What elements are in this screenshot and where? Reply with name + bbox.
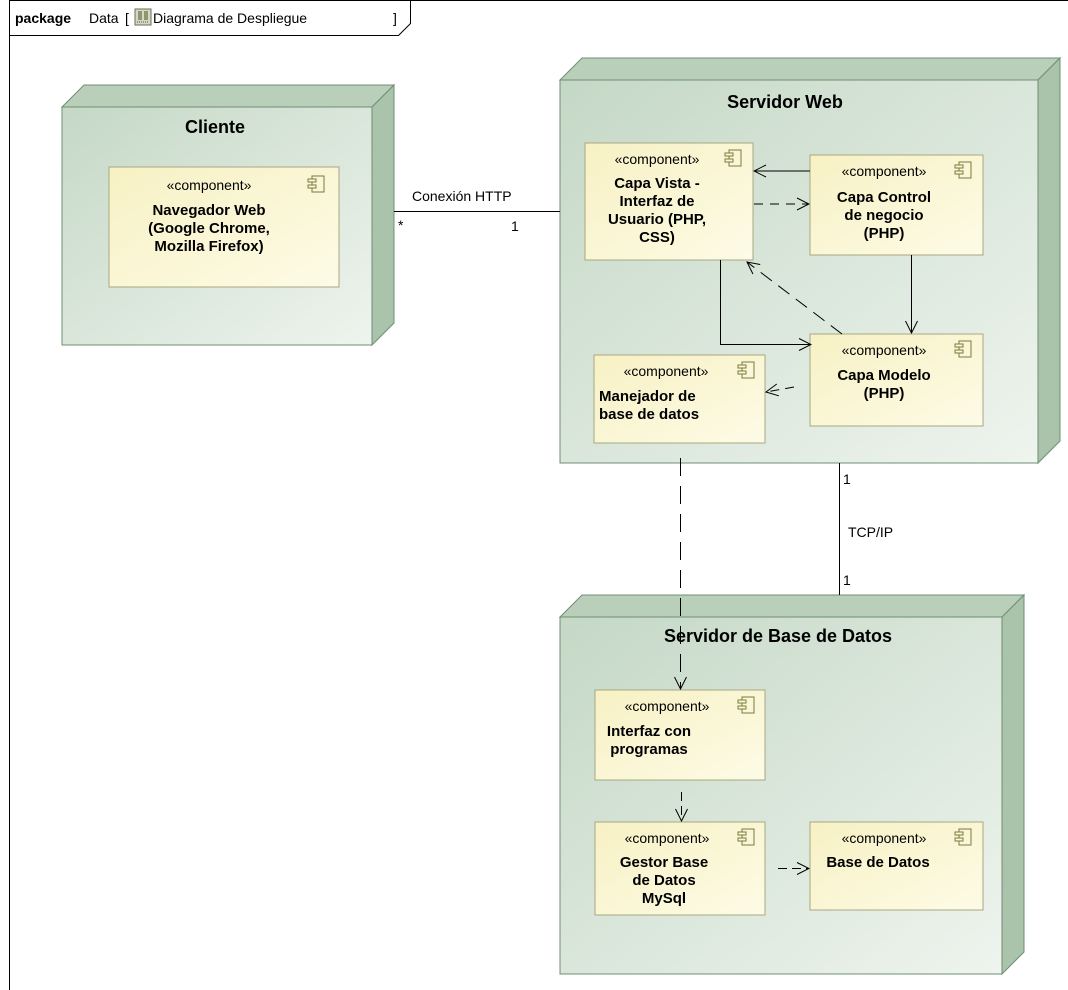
stereotype-label: «component» [167,177,252,193]
component-name-line: (PHP) [864,225,905,242]
component-base-datos[interactable]: «component» Base de Datos [809,821,984,911]
component-interfaz-programas[interactable]: «component» Interfaz con programas [594,689,766,781]
component-name-line: de negocio [844,207,923,224]
package-keyword: package [15,10,71,26]
component-icon [737,828,755,846]
deployment-diagram-icon [134,8,152,26]
http-multiplicity-server: 1 [511,218,519,234]
component-name-line: Capa Modelo [837,367,930,384]
component-name-line: Navegador Web [152,202,265,219]
component-manejador[interactable]: «component» Manejador de base de datos [593,354,766,444]
component-name-line: de Datos [632,872,695,889]
package-name: Data [89,10,119,26]
stereotype-label: «component» [842,342,927,358]
component-name-line: Mozilla Firefox) [154,238,263,255]
node-servidor-bd[interactable]: Servidor de Base de Datos [558,593,1026,976]
component-icon [954,161,972,179]
http-connection[interactable]: Conexión HTTP * 1 [394,188,560,234]
component-name-line: Manejador de [599,388,696,405]
component-capa-modelo[interactable]: «component» Capa Modelo (PHP) [809,333,984,427]
component-name-line: base de datos [599,406,699,423]
component-name-line: (PHP) [864,385,905,402]
component-capa-control[interactable]: «component» Capa Control de negocio (PHP… [809,154,984,256]
component-icon [307,175,325,193]
stereotype-label: «component» [624,363,709,379]
diagram-name: Diagrama de Despliegue [153,10,307,26]
component-icon [954,828,972,846]
http-multiplicity-client: * [398,217,404,233]
component-name-line: Usuario (PHP, [608,211,706,228]
component-name-line: CSS) [639,229,675,246]
stereotype-label: «component» [615,151,700,167]
component-name-line: Capa Control [837,189,931,206]
component-icon [954,340,972,358]
package-frame: package Data [ Diagrama de Despliegue ] [9,0,1068,990]
tcpip-multiplicity-web: 1 [843,471,851,487]
component-icon [724,149,742,167]
component-name-line: Interfaz con [607,723,691,740]
component-capa-vista[interactable]: «component» Capa Vista - Interfaz de Usu… [584,142,754,261]
tcpip-connection[interactable]: TCP/IP 1 1 [839,463,894,595]
stereotype-label: «component» [842,830,927,846]
tcpip-multiplicity-db: 1 [843,572,851,588]
stereotype-label: «component» [625,698,710,714]
component-name-line: Capa Vista - [614,175,700,192]
component-icon [737,696,755,714]
node-cliente-name: Cliente [185,117,245,137]
http-label: Conexión HTTP [412,188,512,204]
arrow-modelo-to-vista [747,262,843,335]
component-name-line: Interfaz de [619,193,694,210]
node-servidor-bd-name: Servidor de Base de Datos [664,626,892,646]
component-name-line: (Google Chrome, [148,220,270,237]
component-gestor[interactable]: «component» Gestor Base de Datos MySql [594,821,766,916]
component-icon [737,361,755,379]
package-bracket-close: ] [393,10,397,26]
component-name-line: programas [610,741,688,758]
component-name-line: MySql [642,890,686,907]
stereotype-label: «component» [625,830,710,846]
package-bracket-open: [ [125,10,129,26]
component-name-line: Base de Datos [826,854,929,871]
arrow-vista-to-modelo [720,260,812,345]
arrow-modelo-to-manejador [766,387,795,392]
component-name-line: Gestor Base [620,854,708,871]
node-servidor-web-name: Servidor Web [727,92,843,112]
tcpip-label: TCP/IP [848,524,893,540]
stereotype-label: «component» [842,163,927,179]
component-navegador[interactable]: «component» Navegador Web (Google Chrome… [108,166,340,288]
